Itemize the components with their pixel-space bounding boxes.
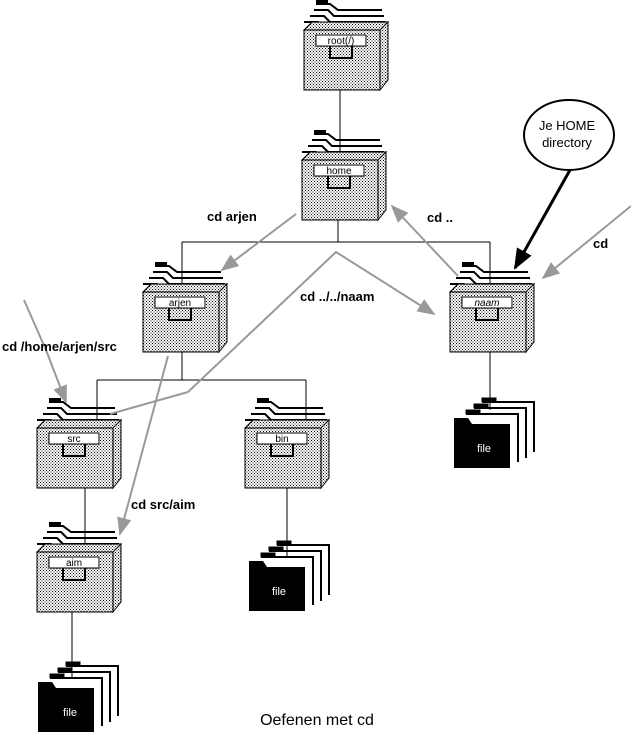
directory-label: arjen (169, 298, 191, 309)
file-aim: file (37, 661, 119, 733)
home-directory-callout: Je HOME directory (513, 99, 615, 270)
callout-line-2: directory (542, 135, 592, 150)
callout-pointer-arrow (513, 169, 572, 270)
command-label-cd: cd (593, 236, 608, 251)
file-naam: file (453, 397, 535, 469)
directory-src: src (36, 397, 122, 489)
directory-label: naam (474, 298, 499, 309)
command-label-cd-src-aim: cd src/aim (131, 497, 195, 512)
file-label: file (63, 707, 77, 719)
arrow-cd-absolute-src (23, 299, 67, 404)
directory-label: root(/) (328, 36, 355, 47)
command-arrows (23, 204, 631, 536)
directory-label: src (67, 434, 80, 445)
directory-root: root(/) (303, 0, 389, 91)
arrow-cd-src-aim (117, 355, 169, 536)
file-label: file (272, 586, 286, 598)
directory-label: home (326, 166, 351, 177)
file-bin: file (248, 540, 330, 612)
file-label: file (477, 443, 491, 455)
directory-aim: aim (36, 521, 122, 613)
directory-arjen: arjen (142, 261, 228, 353)
directory-label: bin (275, 434, 288, 445)
command-label-cd-absolute-src: cd /home/arjen/src (2, 339, 117, 354)
command-label-cd-arjen: cd arjen (207, 209, 257, 224)
diagram-title: Oefenen met cd (260, 712, 374, 729)
arrow-cd-home (541, 205, 631, 280)
file-stack-icon (248, 540, 330, 612)
file-stack-icon (453, 397, 535, 469)
directory-naam: naam (449, 261, 535, 353)
arrow-cd-arjen (220, 213, 297, 272)
command-label-cd-relative-naam: cd ../../naam (300, 289, 374, 304)
command-label-cd-up: cd .. (427, 210, 453, 225)
directory-label: aim (66, 558, 82, 569)
directory-home: home (301, 129, 387, 221)
arrow-cd-relative-aside (109, 391, 189, 415)
directory-bin: bin (244, 397, 330, 489)
arrow-cd-up (390, 204, 459, 277)
file-stack-icon (37, 661, 119, 733)
callout-line-1: Je HOME (539, 118, 596, 133)
arrow-cd-relative-naam (187, 250, 436, 393)
